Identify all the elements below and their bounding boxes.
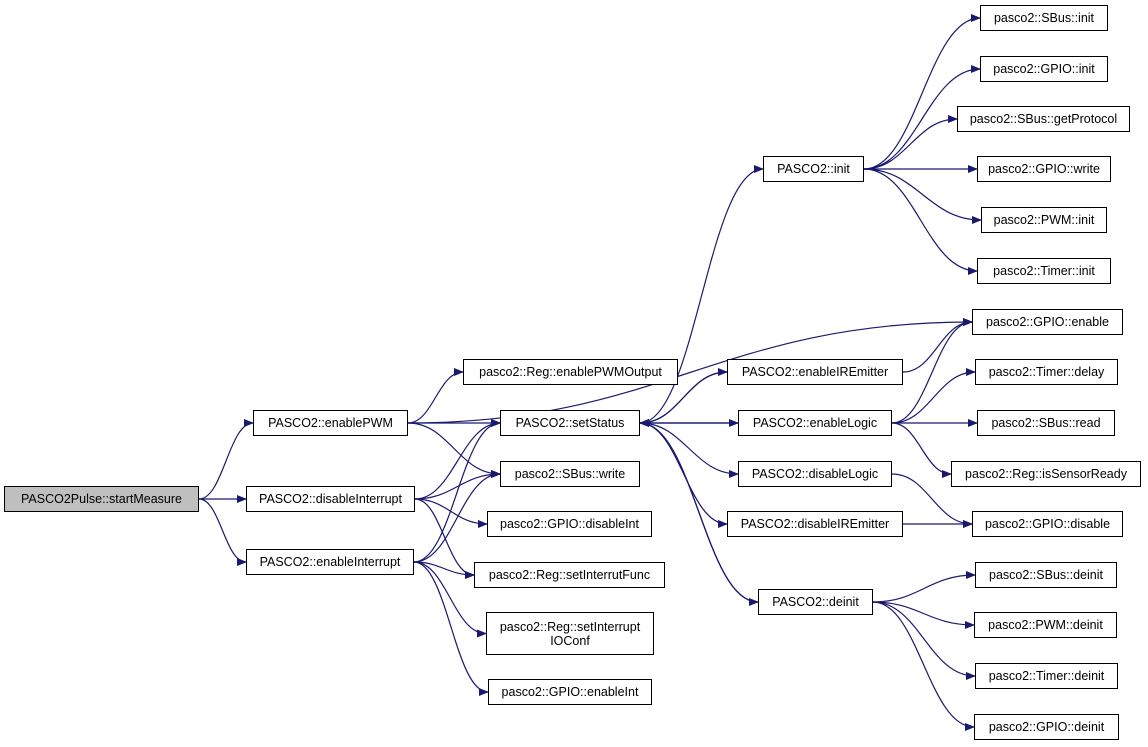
- edge-start-to-enablePWM: [198, 419, 254, 500]
- edge-enIR-to-setStatus: [639, 371, 728, 427]
- edge-enLogic-to-sensorReady: [891, 422, 952, 478]
- node-reg-enablepwmoutput[interactable]: pasco2::Reg::enablePWMOutput: [463, 359, 678, 385]
- node-pasco2-enablepwm[interactable]: PASCO2::enablePWM: [253, 410, 408, 436]
- node-pasco2-disableinterrupt[interactable]: PASCO2::disableInterrupt: [246, 486, 415, 512]
- edge-disLogic-to-gpioDisable: [891, 473, 973, 528]
- node-gpio-disable[interactable]: pasco2::GPIO::disable: [972, 511, 1123, 537]
- edge-setStatus-to-disLogic: [639, 422, 739, 478]
- edge-disableInt-to-sbusWrite: [414, 470, 501, 500]
- edge-init-to-sbusInit: [863, 14, 981, 170]
- node-gpio-enableint[interactable]: pasco2::GPIO::enableInt: [488, 679, 652, 705]
- edge-enableInt-to-setIntFunc: [413, 561, 475, 579]
- edge-enablePWM-to-sbusWrite: [407, 422, 501, 478]
- edge-deinit-to-gpioDeinit: [872, 601, 975, 731]
- edge-disableInt-to-setStatus: [414, 419, 501, 500]
- node-pwm-init[interactable]: pasco2::PWM::init: [981, 207, 1107, 233]
- node-pasco2-init[interactable]: PASCO2::init: [763, 156, 864, 182]
- node-pasco2-deinit[interactable]: PASCO2::deinit: [758, 589, 873, 615]
- node-pasco2-enableiremitter[interactable]: PASCO2::enableIREmitter: [727, 359, 903, 385]
- node-pasco2-enableinterrupt[interactable]: PASCO2::enableInterrupt: [246, 549, 414, 575]
- edge-init-to-getProto: [863, 115, 958, 170]
- node-pasco2-enablelogic[interactable]: PASCO2::enableLogic: [738, 410, 892, 436]
- edge-enablePWM-to-regPWMOut: [407, 368, 464, 424]
- edge-setStatus-to-init: [639, 165, 764, 424]
- edge-enLogic-to-timerDelay: [891, 368, 976, 424]
- node-pasco2-disableiremitter[interactable]: PASCO2::disableIREmitter: [727, 511, 903, 537]
- node-sbus-write[interactable]: pasco2::SBus::write: [500, 461, 640, 487]
- node-sbus-init[interactable]: pasco2::SBus::init: [980, 5, 1108, 31]
- edge-enableInt-to-sbusWrite: [413, 470, 501, 563]
- edge-disableInt-to-gpioDisInt: [414, 498, 488, 528]
- edge-init-to-pwmInit: [863, 168, 982, 224]
- edge-deinit-to-pwmDeinit: [872, 601, 975, 629]
- edge-enableInt-to-gpioEnInt: [413, 561, 489, 696]
- node-pasco2-disablelogic[interactable]: PASCO2::disableLogic: [738, 461, 892, 487]
- node-timer-delay[interactable]: pasco2::Timer::delay: [975, 359, 1118, 385]
- node-pasco2pulse-startmeasure: PASCO2Pulse::startMeasure: [4, 486, 199, 512]
- edge-enableInt-to-setIntIO: [413, 561, 487, 638]
- node-reg-issensorready[interactable]: pasco2::Reg::isSensorReady: [951, 461, 1141, 487]
- node-gpio-disableint[interactable]: pasco2::GPIO::disableInt: [487, 511, 652, 537]
- node-sbus-getprotocol[interactable]: pasco2::SBus::getProtocol: [957, 106, 1130, 132]
- edge-init-to-gpioInit: [863, 65, 981, 170]
- node-pasco2-setstatus[interactable]: PASCO2::setStatus: [500, 410, 640, 436]
- edge-init-to-timerInit: [863, 168, 978, 275]
- node-timer-deinit[interactable]: pasco2::Timer::deinit: [975, 663, 1118, 689]
- edge-deinit-to-sbusDeinit: [872, 571, 976, 603]
- node-sbus-read[interactable]: pasco2::SBus::read: [977, 410, 1115, 436]
- node-gpio-init[interactable]: pasco2::GPIO::init: [980, 56, 1108, 82]
- edge-enIR-to-gpioEnable: [902, 318, 973, 373]
- node-gpio-deinit[interactable]: pasco2::GPIO::deinit: [974, 714, 1119, 740]
- node-gpio-enable[interactable]: pasco2::GPIO::enable: [972, 309, 1123, 335]
- edge-deinit-to-setStatus: [639, 419, 759, 603]
- node-gpio-write[interactable]: pasco2::GPIO::write: [977, 156, 1111, 182]
- edge-start-to-enableInt: [198, 498, 247, 566]
- node-timer-init[interactable]: pasco2::Timer::init: [977, 258, 1111, 284]
- node-sbus-deinit[interactable]: pasco2::SBus::deinit: [975, 562, 1117, 588]
- node-pwm-deinit[interactable]: pasco2::PWM::deinit: [974, 612, 1117, 638]
- edge-deinit-to-timerDeinit: [872, 601, 976, 680]
- edge-enableInt-to-setStatus: [413, 419, 501, 563]
- edge-disableInt-to-setIntFunc: [414, 498, 475, 579]
- edge-enLogic-to-gpioEnable: [891, 318, 973, 424]
- node-reg-setinterrutfunc[interactable]: pasco2::Reg::setInterrutFunc: [474, 562, 665, 588]
